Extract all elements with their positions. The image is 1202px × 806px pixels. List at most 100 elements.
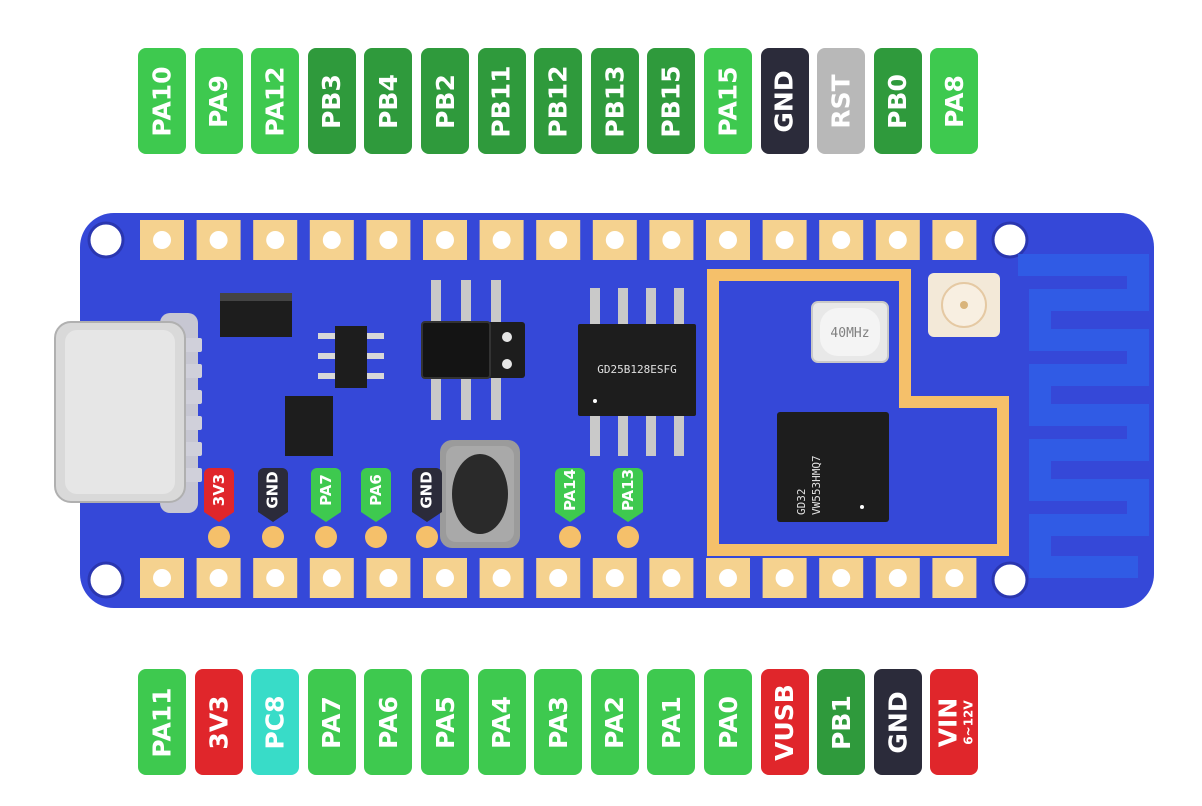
board-tag-pad [416, 526, 438, 548]
bottom-pin-text: PA1 [656, 695, 686, 749]
header-pad-hole [945, 569, 964, 587]
bottom-pin-text: PC8 [260, 694, 290, 750]
bottom-pin-text: PA2 [600, 695, 630, 749]
module-outline [707, 269, 1009, 556]
board-tag-pads [208, 526, 639, 548]
bottom-pin-label: PB1 [817, 669, 866, 775]
bottom-pin-label: PA7 [307, 669, 356, 775]
header-pad-hole [153, 231, 171, 249]
bottom-pin-label: PA0 [703, 669, 752, 775]
header-pad-hole [322, 231, 341, 249]
board-pin-tag: GND [258, 468, 288, 522]
header-pad-hole [888, 569, 907, 587]
board-pin-tag: PA7 [311, 468, 341, 522]
bottom-pin-text: PA6 [373, 695, 403, 749]
board-pin-tag-text: PA7 [317, 474, 336, 506]
bottom-pin-text: PB1 [826, 694, 856, 750]
top-pin-label: PB13 [590, 48, 639, 154]
mounting-holes [87, 221, 1029, 599]
board-pin-tag: PA6 [361, 468, 391, 522]
bottom-pin-text: VIN [932, 697, 962, 747]
bottom-pin-label: VUSB [760, 669, 809, 775]
header-pad-hole [153, 569, 171, 587]
top-pin-label: PB2 [420, 48, 469, 154]
top-pin-label: PB11 [477, 48, 526, 154]
bottom-pin-subtext: 6~12V [960, 699, 975, 745]
board-tag-pad [559, 526, 581, 548]
bottom-pin-label: PA3 [534, 669, 583, 775]
bottom-pin-text: PA4 [487, 695, 517, 749]
mcu-label-line2: VW553HMQ7 [810, 455, 823, 515]
board-pin-tag-text: 3V3 [210, 473, 229, 507]
usb-c-connector [54, 313, 202, 513]
bottom-pin-label: PC8 [251, 669, 300, 775]
pcb-antenna [1018, 254, 1149, 578]
top-pin-label: GND [760, 48, 809, 154]
header-pad-hole [775, 231, 794, 249]
diode [220, 293, 292, 337]
bottom-pin-label: PA1 [647, 669, 696, 775]
header-pad-hole [549, 569, 568, 587]
header-pad-hole [832, 231, 851, 249]
antenna-connector [928, 273, 1000, 337]
top-pads [140, 220, 977, 260]
bottom-pads [140, 558, 977, 598]
top-pin-label: PB15 [647, 48, 696, 154]
header-pad-hole [266, 569, 285, 587]
mcu-chip: GD32 VW553HMQ7 [777, 412, 889, 522]
top-pin-label: PA15 [703, 48, 752, 154]
header-pad-hole [549, 231, 568, 249]
top-pin-label: PB3 [307, 48, 356, 154]
board-tag-pad [365, 526, 387, 548]
header-pad-hole [379, 569, 398, 587]
bottom-pin-text: 3V3 [204, 694, 234, 750]
voltage-regulator [318, 326, 384, 388]
header-pad-hole [775, 569, 794, 587]
board-tag-pad [617, 526, 639, 548]
top-pin-label: PB12 [534, 48, 583, 154]
header-pad-hole [945, 231, 964, 249]
board-pin-tag-text: PA14 [561, 468, 580, 512]
bottom-pin-label: PA6 [364, 669, 413, 775]
board-pin-tag: GND [412, 468, 442, 522]
header-pad-hole [605, 569, 624, 587]
top-pin-label: PA10 [138, 48, 186, 154]
header-pad-hole [605, 231, 624, 249]
board-pin-tag-text: PA6 [367, 474, 386, 506]
bottom-pin-text: PA3 [543, 695, 573, 749]
header-pad-hole [436, 231, 454, 249]
board-tag-pad [208, 526, 230, 548]
flash-chip: GD25B128ESFG [578, 288, 696, 456]
capacitor [285, 396, 333, 456]
bottom-pin-text: PA11 [147, 686, 177, 758]
header-pad-hole [888, 231, 907, 249]
bottom-pin-label: 3V3 [194, 669, 243, 775]
header-pad-hole [209, 231, 228, 249]
bottom-pin-text: GND [883, 690, 913, 754]
bottom-pin-label: GND [873, 669, 922, 775]
board-tag-pad [315, 526, 337, 548]
bottom-pin-text: VUSB [770, 683, 800, 761]
header-pad-hole [209, 569, 228, 587]
header-pad-hole [266, 231, 285, 249]
top-pin-label: RST [817, 48, 866, 154]
top-pin-label: PA9 [194, 48, 243, 154]
header-pad-hole [719, 569, 737, 587]
board-pin-tag: PA14 [555, 468, 585, 522]
bottom-pin-text: PA5 [430, 695, 460, 749]
board-pin-tag-text: GND [418, 471, 437, 509]
mcu-label-line1: GD32 [795, 489, 808, 516]
bottom-pin-label: PA4 [477, 669, 526, 775]
top-pin-label: PB0 [873, 48, 922, 154]
header-pad-hole [719, 231, 737, 249]
header-pad-hole [492, 569, 511, 587]
header-pad-hole [832, 569, 851, 587]
bottom-pin-text: PA0 [713, 695, 743, 749]
bottom-pin-labels: PA11 3V3 PC8 PA7 PA6 PA5 PA4 PA3 PA2 PA1 PA0 VUSB PB… [138, 669, 979, 775]
bottom-pin-label: PA11 [138, 669, 186, 775]
board-pin-tag-text: GND [264, 471, 283, 509]
board-pin-tag: PA13 [613, 468, 643, 522]
